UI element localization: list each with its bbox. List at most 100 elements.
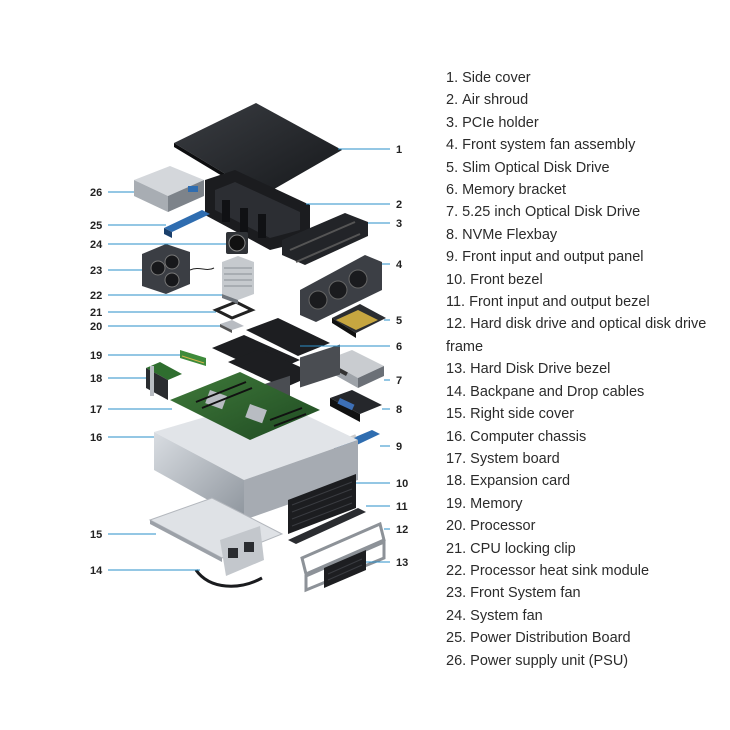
legend-num: 26. xyxy=(446,652,467,669)
legend-item-24: 24.System fan xyxy=(446,605,730,627)
callout-10: 10 xyxy=(396,478,408,490)
hdd-bezel-part xyxy=(324,550,366,588)
callout-9: 9 xyxy=(396,441,402,453)
legend-item-3: 3.PCIe holder xyxy=(446,112,730,134)
parts-legend: 1.Side cover 2.Air shroud 3.PCIe holder … xyxy=(446,67,730,672)
nvme-flexbay-part xyxy=(330,390,382,422)
callout-15: 15 xyxy=(90,529,102,541)
legend-num: 5. xyxy=(446,159,459,176)
legend-item-21: 21.CPU locking clip xyxy=(446,538,730,560)
legend-num: 7. xyxy=(446,204,459,221)
callout-1: 1 xyxy=(396,144,402,156)
legend-item-16: 16.Computer chassis xyxy=(446,426,730,448)
legend-num: 19. xyxy=(446,495,467,512)
legend-num: 4. xyxy=(446,137,459,154)
legend-label: Hard Disk Drive bezel xyxy=(470,361,611,378)
legend-num: 13. xyxy=(446,361,467,378)
callout-17: 17 xyxy=(90,404,102,416)
callout-2: 2 xyxy=(396,199,402,211)
legend-label: Front system fan assembly xyxy=(462,137,636,154)
legend-label: Front System fan xyxy=(470,585,581,602)
legend-label: 5.25 inch Optical Disk Drive xyxy=(462,204,641,221)
legend-num: 12. xyxy=(446,316,467,333)
psu-part xyxy=(134,166,204,212)
legend-item-7: 7.5.25 inch Optical Disk Drive xyxy=(446,201,730,223)
callout-5: 5 xyxy=(396,315,402,327)
callout-21: 21 xyxy=(90,307,102,319)
callout-25: 25 xyxy=(90,220,102,232)
legend-item-2: 2.Air shroud xyxy=(446,89,730,111)
legend-item-9: 9.Front input and output panel xyxy=(446,246,730,268)
slim-optical-drive-part xyxy=(332,304,386,338)
pcie-holder-part xyxy=(282,213,368,265)
callout-26: 26 xyxy=(90,187,102,199)
legend-label: Processor heat sink module xyxy=(470,562,650,579)
legend-label: Slim Optical Disk Drive xyxy=(462,159,610,176)
legend-item-26: 26.Power supply unit (PSU) xyxy=(446,650,730,672)
power-distribution-board-part xyxy=(164,210,210,238)
legend-label: NVMe Flexbay xyxy=(462,226,558,243)
exploded-view-illustration: 1 2 3 4 5 6 7 8 9 10 11 12 13 14 15 16 1… xyxy=(90,103,408,593)
heat-sink-part xyxy=(222,256,254,304)
legend-label: Processor xyxy=(470,518,536,535)
legend-item-14: 14.Backpane and Drop cables xyxy=(446,381,730,403)
legend-item-17: 17.System board xyxy=(446,448,730,470)
expansion-card-part xyxy=(146,362,182,400)
front-io-bezel-part xyxy=(288,508,366,544)
legend-label: System board xyxy=(470,450,560,467)
legend-num: 9. xyxy=(446,249,459,266)
callout-4: 4 xyxy=(396,259,403,271)
system-fan-part xyxy=(226,232,248,254)
callout-14: 14 xyxy=(90,565,103,577)
callout-13: 13 xyxy=(396,557,408,569)
callout-24: 24 xyxy=(90,239,103,251)
callout-6: 6 xyxy=(396,341,402,353)
legend-label: Right side cover xyxy=(470,406,575,423)
legend-item-15: 15.Right side cover xyxy=(446,403,730,425)
front-bezel-part xyxy=(288,474,356,534)
legend-label: Front input and output bezel xyxy=(469,294,650,311)
legend-num: 22. xyxy=(446,562,467,579)
legend-label: Air shroud xyxy=(462,92,529,109)
legend-label: PCIe holder xyxy=(462,114,539,131)
callout-18: 18 xyxy=(90,373,102,385)
legend-num: 18. xyxy=(446,473,467,490)
legend-num: 1. xyxy=(446,70,459,86)
legend-item-22: 22.Processor heat sink module xyxy=(446,560,730,582)
legend-item-12: 12.Hard disk drive and optical disk driv… xyxy=(446,313,730,358)
legend-item-18: 18.Expansion card xyxy=(446,470,730,492)
backplane-cables-part xyxy=(194,526,264,588)
callout-16: 16 xyxy=(90,432,102,444)
legend-item-10: 10.Front bezel xyxy=(446,269,730,291)
callout-11: 11 xyxy=(396,501,408,513)
legend-item-11: 11.Front input and output bezel xyxy=(446,291,730,313)
cpu-locking-clip-part xyxy=(212,300,256,320)
callout-12: 12 xyxy=(396,524,408,536)
legend-label: Computer chassis xyxy=(470,428,587,445)
legend-label: Front input and output panel xyxy=(462,249,644,266)
callout-8: 8 xyxy=(396,404,402,416)
legend-item-5: 5.Slim Optical Disk Drive xyxy=(446,157,730,179)
legend-num: 3. xyxy=(446,114,459,131)
legend-item-25: 25.Power Distribution Board xyxy=(446,627,730,649)
front-system-fan-part xyxy=(142,244,215,294)
legend-num: 8. xyxy=(446,226,459,243)
air-shroud-part xyxy=(205,170,310,250)
legend-num: 20. xyxy=(446,518,467,535)
exploded-view-diagram: 1 2 3 4 5 6 7 8 9 10 11 12 13 14 15 16 1… xyxy=(90,103,408,593)
legend-item-6: 6.Memory bracket xyxy=(446,179,730,201)
legend-label: Hard disk drive and optical disk drive f… xyxy=(446,316,707,355)
callout-19: 19 xyxy=(90,350,102,362)
hdd-odd-frame-part xyxy=(300,521,386,593)
legend-num: 2. xyxy=(446,92,459,109)
legend-item-1: 1.Side cover xyxy=(446,67,730,89)
legend-num: 16. xyxy=(446,428,467,445)
legend-num: 24. xyxy=(446,607,467,624)
callout-7: 7 xyxy=(396,375,402,387)
callout-3: 3 xyxy=(396,218,402,230)
legend-label: Memory bracket xyxy=(462,182,567,199)
legend-num: 11. xyxy=(446,294,466,311)
processor-part xyxy=(220,320,244,333)
legend-label: Expansion card xyxy=(470,473,571,490)
legend-num: 23. xyxy=(446,585,467,602)
